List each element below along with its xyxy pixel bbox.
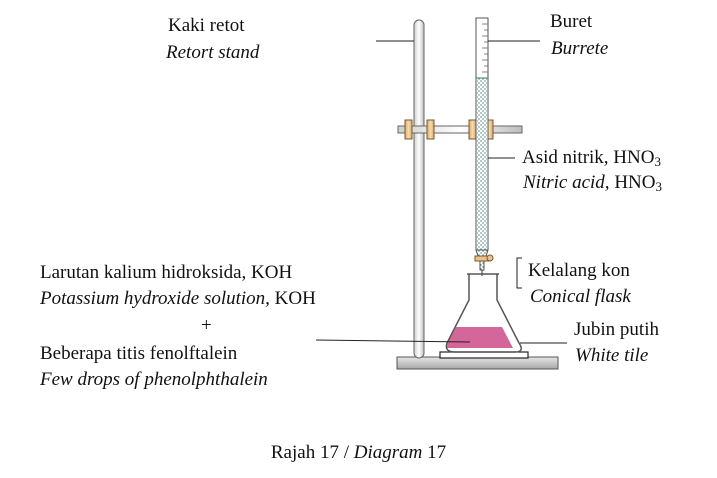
nitric-acid-label-english: Nitric acid, HNO3 bbox=[523, 172, 662, 194]
conical-flask-label-english: Conical flask bbox=[530, 286, 631, 307]
plus-sign: + bbox=[201, 315, 212, 336]
white-tile bbox=[439, 351, 529, 359]
leader-lines bbox=[315, 40, 567, 344]
stand-rod bbox=[413, 19, 425, 359]
white-tile-label-english: White tile bbox=[575, 345, 649, 366]
conical-flask-label-malay: Kelalang kon bbox=[528, 260, 630, 281]
diagram-caption: Rajah 17 / Diagram 17 bbox=[270, 442, 447, 463]
koh-label-malay: Larutan kalium hidroksida, KOH bbox=[40, 262, 293, 283]
retort-stand-label-english: Retort stand bbox=[166, 42, 260, 63]
leader-flask-contents bbox=[315, 339, 471, 343]
stand-base bbox=[396, 356, 559, 370]
nitric-acid-label-malay: Asid nitrik, HNO3 bbox=[522, 147, 661, 169]
leader-conical-flask bbox=[516, 257, 522, 289]
phenolphthalein-label-malay: Beberapa titis fenolftalein bbox=[40, 343, 238, 364]
burette-label-malay: Buret bbox=[550, 11, 593, 32]
phenolphthalein-label-english: Few drops of phenolphthalein bbox=[40, 369, 268, 390]
white-tile-label-malay: Jubin putih bbox=[574, 319, 659, 340]
clamp-arm bbox=[397, 119, 523, 140]
conical-flask bbox=[445, 273, 525, 353]
burette-label-english: Burrete bbox=[551, 38, 609, 59]
burette bbox=[474, 17, 494, 276]
koh-label-english: Potassium hydroxide solution, KOH bbox=[40, 288, 316, 309]
retort-stand-label-malay: Kaki retot bbox=[168, 15, 245, 36]
